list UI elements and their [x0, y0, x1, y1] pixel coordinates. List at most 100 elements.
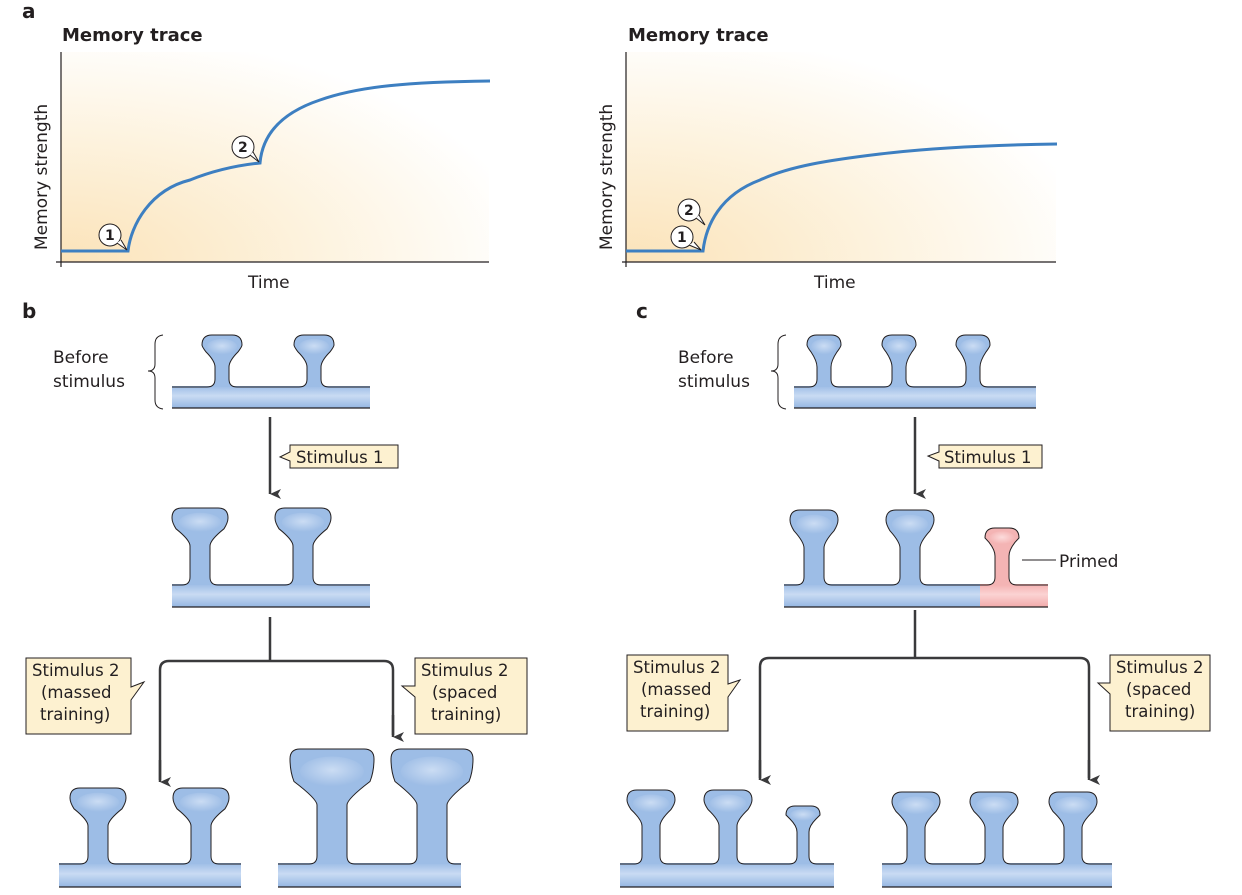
stimulus-1-label-box: Stimulus 1: [278, 444, 399, 469]
panel-c-letter: c: [636, 299, 648, 323]
dendrite-shaft: [794, 386, 1036, 408]
memory-curve: [61, 79, 491, 253]
spine-outline: [891, 791, 941, 865]
spine-head-highlight: [891, 514, 929, 535]
x-axis-label: Time: [247, 273, 290, 293]
spine-outline: [289, 748, 375, 865]
primed-shaft-segment: [980, 584, 1048, 607]
spine-outline: [626, 789, 676, 865]
spine-outline: [703, 789, 753, 865]
stimulus-1-label: Stimulus 1: [296, 448, 383, 467]
stimulus-marker-2: 2: [677, 198, 706, 226]
spine-outline: [1048, 791, 1098, 865]
x-axis-label: Time: [813, 273, 856, 293]
dendrite-spaced-training: [278, 748, 474, 888]
spine-head-highlight: [709, 794, 747, 813]
spine-outline: [955, 334, 991, 388]
dendrite-shaft: [59, 863, 241, 887]
spine-head-highlight: [298, 338, 330, 355]
chart-title: Memory trace: [62, 25, 203, 46]
spine-head-highlight: [632, 794, 670, 813]
dendrite-shaft: [620, 863, 834, 887]
branch-connector: [158, 617, 395, 780]
massed-training-label-box: Stimulus 2 (massed training): [626, 654, 742, 732]
label-line: (massed: [641, 680, 711, 699]
spine-head-highlight: [179, 792, 223, 813]
spine-outline: [172, 787, 230, 865]
spine-outline: [969, 791, 1019, 865]
memory-trace-chart-right: Memory trace Memory strength Time 2 1: [597, 25, 1058, 293]
spine-head-highlight: [400, 756, 464, 787]
dendrite-shaft: [172, 584, 370, 607]
spine-head-highlight: [960, 338, 986, 355]
dendrite-after-stimulus-1: [784, 509, 1048, 608]
dendrite-shaft: [882, 863, 1112, 887]
dendrite-shaft: [172, 386, 370, 408]
stimulus-1-label: Stimulus 1: [944, 448, 1031, 467]
marker-label: 2: [684, 203, 694, 219]
spine-head-highlight: [300, 756, 364, 787]
label-line: training): [640, 702, 710, 721]
dendrite-massed-training: [59, 787, 241, 888]
chart-background: [61, 52, 489, 262]
label-line: training): [1125, 702, 1195, 721]
bracket: [770, 334, 787, 410]
panel-a-letter: a: [22, 0, 36, 23]
spine-outline: [171, 507, 229, 586]
spine-head-highlight: [886, 338, 912, 355]
spine-head-highlight: [76, 792, 120, 813]
panel-b-letter: b: [22, 299, 36, 323]
spine-outline: [885, 509, 935, 586]
before-label-line2: stimulus: [678, 372, 750, 392]
stimulus-marker-2: 2: [231, 135, 260, 163]
spine-head-highlight: [795, 514, 833, 535]
spine-head-highlight: [281, 512, 325, 533]
spine-head-highlight: [811, 338, 837, 355]
spine-outline: [274, 507, 332, 586]
spaced-training-label-box: Stimulus 2 (spaced training): [1096, 654, 1211, 732]
spine-head-highlight: [790, 809, 816, 821]
marker-label: 1: [677, 230, 687, 246]
spine-head-highlight: [897, 796, 935, 815]
spine-outline: [390, 748, 474, 865]
memory-trace-chart-left: Memory trace Memory strength Time 1 2: [32, 25, 491, 293]
spine-outline: [806, 334, 842, 388]
before-label-line1: Before: [53, 348, 109, 368]
massed-training-label-box: Stimulus 2 (massed training): [25, 657, 146, 735]
spine-outline: [984, 527, 1020, 586]
label-line: (spaced: [1126, 680, 1191, 699]
spine-head-highlight: [178, 512, 222, 533]
spine-outline: [785, 805, 821, 865]
label-line: (spaced: [432, 683, 497, 702]
y-axis-label: Memory strength: [597, 104, 617, 250]
spine-outline: [201, 334, 243, 388]
y-axis-label: Memory strength: [32, 104, 52, 250]
branch-connector: [758, 610, 1091, 778]
spine-outline: [789, 509, 839, 586]
spaced-training-label-box: Stimulus 2 (spaced training): [400, 657, 528, 735]
dendrite-before-stimulus: [172, 334, 370, 409]
spine-head-highlight: [1054, 796, 1092, 815]
spine-head-highlight: [975, 796, 1013, 815]
memory-curve: [626, 142, 1058, 253]
dendrite-shaft: [278, 863, 461, 887]
dendrite-spaced-training: [882, 791, 1112, 888]
dendrite-massed-training: [620, 789, 834, 888]
stimulus-marker-1: 1: [670, 225, 702, 251]
label-line: Stimulus 2: [1116, 658, 1203, 677]
before-label-line2: stimulus: [53, 372, 125, 392]
chart-background: [626, 52, 1056, 262]
label-line: (massed: [41, 683, 111, 702]
bracket: [147, 334, 164, 410]
primed-label: Primed: [1059, 552, 1118, 572]
dendrite-after-stimulus-1: [171, 507, 370, 608]
spine-outline: [293, 334, 335, 388]
dendrite-before-stimulus: [794, 334, 1036, 409]
marker-label: 1: [105, 228, 115, 244]
spine-outline: [881, 334, 917, 388]
stimulus-marker-1: 1: [98, 223, 128, 251]
label-line: Stimulus 2: [421, 661, 508, 680]
marker-label: 2: [238, 140, 248, 156]
stimulus-1-label-box: Stimulus 1: [926, 444, 1043, 469]
